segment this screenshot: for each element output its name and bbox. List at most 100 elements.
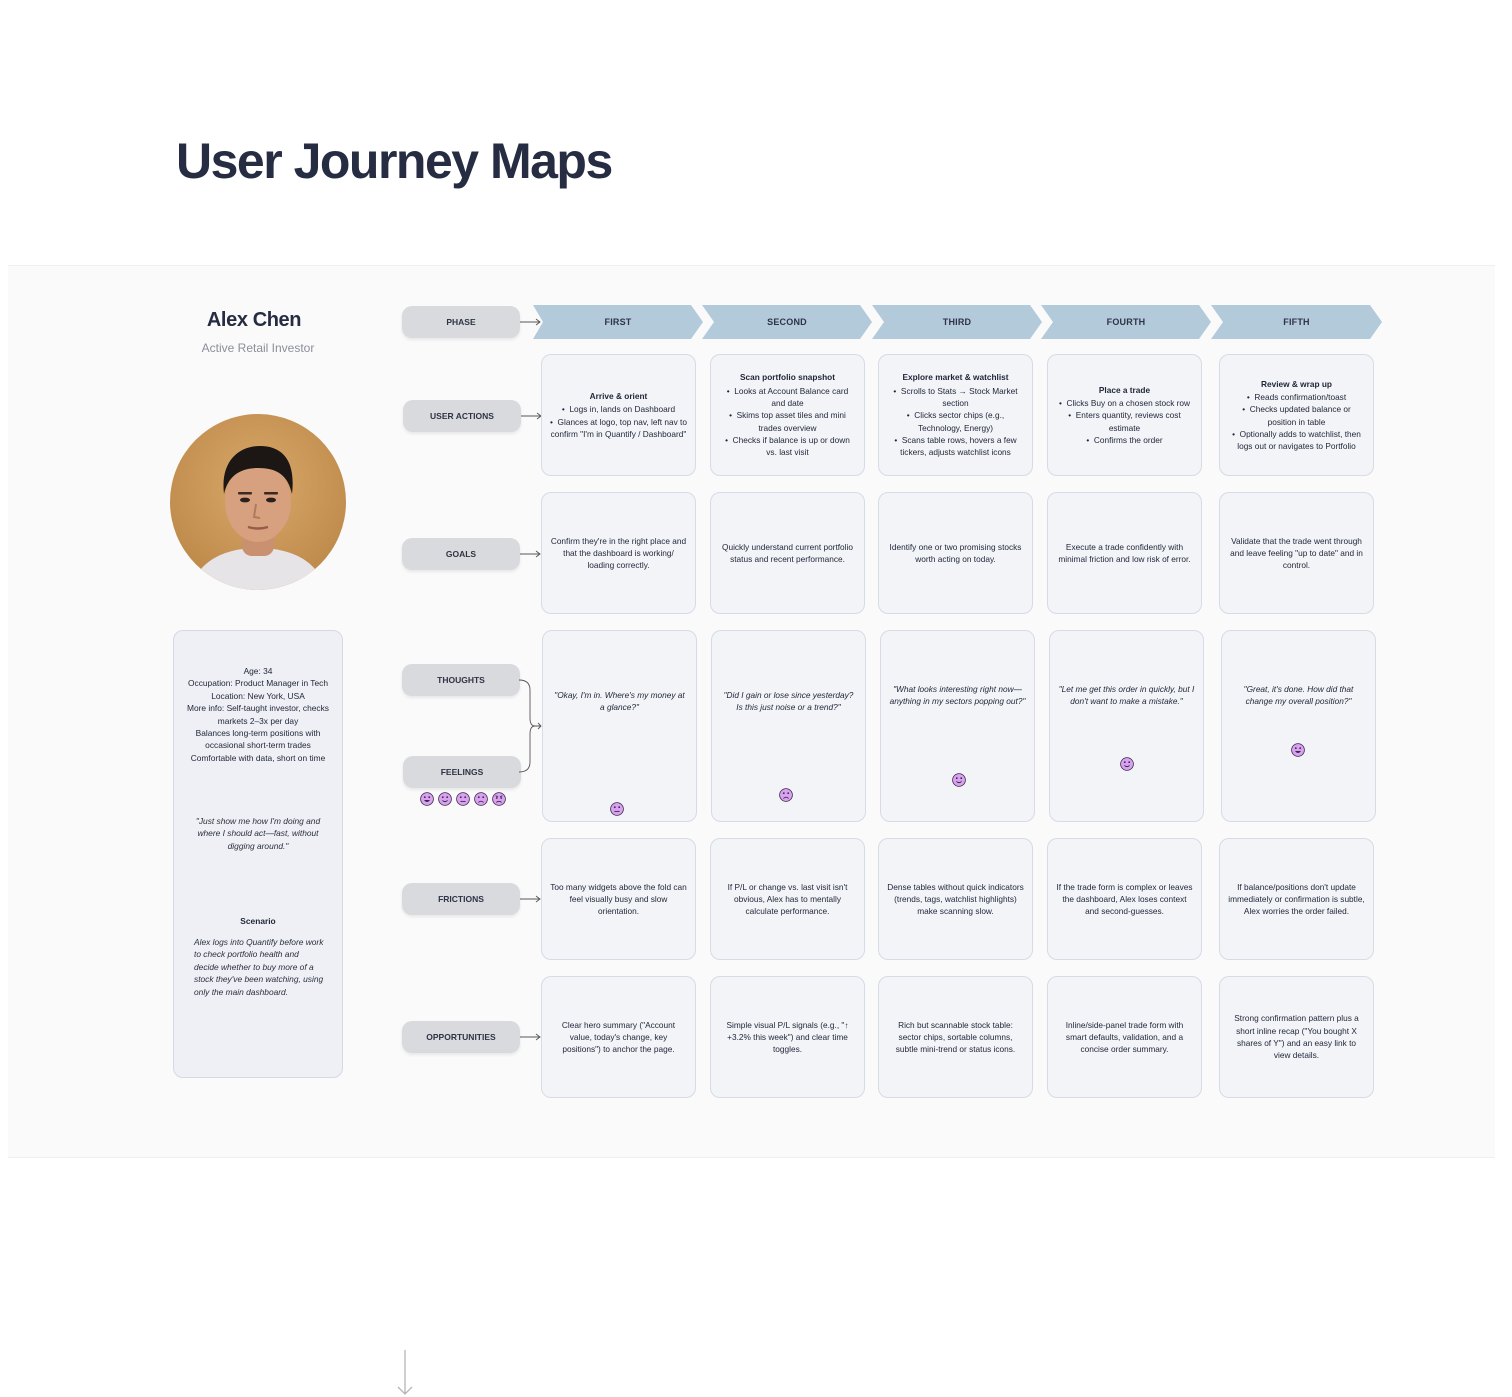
neutral-face-icon [610, 802, 624, 816]
row-label-phase: PHASE [402, 306, 520, 338]
phase-fourth-label: FOURTH [1041, 305, 1211, 339]
persona-name: Alex Chen [174, 309, 334, 332]
phase-third: THIRD [872, 305, 1042, 339]
goal-text: Quickly understand current portfolio sta… [719, 541, 856, 566]
phase-fourth: FOURTH [1041, 305, 1211, 339]
phase-third-label: THIRD [872, 305, 1042, 339]
persona-age: Age: 34 [184, 665, 332, 677]
persona-location: Location: New York, USA [184, 690, 332, 702]
opportunity-text: Inline/side-panel trade form with smart … [1056, 1019, 1193, 1056]
very-happy-face-icon [1291, 743, 1305, 757]
action-bullet: Looks at Account Balance card and date [719, 385, 856, 410]
row-label-frictions: FRICTIONS [402, 883, 520, 915]
persona-quote: "Just show me how I'm doing and where I … [190, 815, 326, 852]
friction-fifth: If balance/positions don't update immedi… [1219, 838, 1374, 960]
persona-avatar [170, 414, 346, 590]
action-bullet: Confirms the order [1086, 434, 1162, 446]
friction-second: If P/L or change vs. last visit isn't ob… [710, 838, 865, 960]
row-label-user-actions: USER ACTIONS [403, 400, 521, 432]
persona-role: Active Retail Investor [174, 341, 342, 355]
scenario-text: Alex logs into Quantify before work to c… [194, 936, 324, 998]
very-happy-face-icon [421, 793, 434, 806]
action-title: Review & wrap up [1261, 378, 1332, 390]
friction-fourth: If the trade form is complex or leaves t… [1047, 838, 1202, 960]
persona-comfort: Comfortable with data, short on time [184, 752, 332, 764]
persona-info: Age: 34 Occupation: Product Manager in T… [184, 665, 332, 764]
action-title: Arrive & orient [590, 390, 648, 402]
action-bullet: Clicks Buy on a chosen stock row [1059, 397, 1190, 409]
thought-text: "What looks interesting right now—anythi… [889, 683, 1026, 708]
persona-occupation: Occupation: Product Manager in Tech [184, 677, 332, 689]
goal-text: Validate that the trade went through and… [1228, 535, 1365, 572]
action-title: Place a trade [1099, 384, 1150, 396]
opportunity-second: Simple visual P/L signals (e.g., "↑ +3.2… [710, 976, 865, 1098]
goal-first: Confirm they're in the right place and t… [541, 492, 696, 614]
action-bullet: Checks if balance is up or down vs. last… [719, 434, 856, 459]
action-bullet: Scans table rows, hovers a few tickers, … [887, 434, 1024, 459]
user-actions-fourth: Place a trade Clicks Buy on a chosen sto… [1047, 354, 1202, 476]
thoughts-feelings-brace-icon [519, 676, 543, 776]
friction-text: If P/L or change vs. last visit isn't ob… [719, 881, 856, 918]
sad-face-icon [475, 793, 488, 806]
persona-details-card: Age: 34 Occupation: Product Manager in T… [173, 630, 343, 1078]
feelings-scale [419, 791, 509, 807]
action-bullet: Skims top asset tiles and mini trades ov… [719, 409, 856, 434]
opportunity-third: Rich but scannable stock table: sector c… [878, 976, 1033, 1098]
scroll-down-arrow-icon[interactable] [396, 1350, 414, 1396]
action-title: Explore market & watchlist [902, 371, 1008, 383]
phase-fifth: FIFTH [1211, 305, 1382, 339]
thought-second: "Did I gain or lose since yesterday? Is … [711, 630, 866, 822]
sad-face-icon [779, 788, 793, 802]
action-bullet: Glances at logo, top nav, left nav to co… [550, 416, 687, 441]
thought-text: "Did I gain or lose since yesterday? Is … [720, 689, 857, 714]
action-bullet: Clicks sector chips (e.g., Technology, E… [887, 409, 1024, 434]
thought-fourth: "Let me get this order in quickly, but I… [1049, 630, 1204, 822]
friction-text: Dense tables without quick indicators (t… [887, 881, 1024, 918]
action-bullet: Logs in, lands on Dashboard [562, 403, 675, 415]
friction-text: If the trade form is complex or leaves t… [1056, 881, 1193, 918]
phase-first: FIRST [533, 305, 703, 339]
action-bullet: Scrolls to Stats → Stock Market section [887, 385, 1024, 410]
page-title: User Journey Maps [176, 132, 612, 190]
phase-second: SECOND [702, 305, 872, 339]
phase-first-label: FIRST [533, 305, 703, 339]
neutral-face-icon [457, 793, 470, 806]
phase-second-label: SECOND [702, 305, 872, 339]
happy-face-icon [1120, 757, 1134, 771]
row-label-feelings: FEELINGS [403, 756, 521, 788]
goals-arrow-icon [520, 550, 542, 558]
thought-text: "Let me get this order in quickly, but I… [1058, 683, 1195, 708]
opportunity-fifth: Strong confirmation pattern plus a short… [1219, 976, 1374, 1098]
goal-second: Quickly understand current portfolio sta… [710, 492, 865, 614]
thought-text: "Great, it's done. How did that change m… [1230, 683, 1367, 708]
thought-third: "What looks interesting right now—anythi… [880, 630, 1035, 822]
action-bullet: Optionally adds to watchlist, then logs … [1228, 428, 1365, 453]
opportunity-text: Clear hero summary ("Account value, toda… [550, 1019, 687, 1056]
opportunity-text: Strong confirmation pattern plus a short… [1228, 1012, 1365, 1061]
action-bullet: Reads confirmation/toast [1247, 391, 1346, 403]
thought-text: "Okay, I'm in. Where's my money at a gla… [551, 689, 688, 714]
friction-text: If balance/positions don't update immedi… [1228, 881, 1365, 918]
opportunity-text: Rich but scannable stock table: sector c… [887, 1019, 1024, 1056]
opportunity-first: Clear hero summary ("Account value, toda… [541, 976, 696, 1098]
goal-third: Identify one or two promising stocks wor… [878, 492, 1033, 614]
goal-text: Identify one or two promising stocks wor… [887, 541, 1024, 566]
action-bullet: Enters quantity, reviews cost estimate [1056, 409, 1193, 434]
action-title: Scan portfolio snapshot [740, 371, 835, 383]
persona-balance: Balances long-term positions with occasi… [184, 727, 332, 752]
thought-first: "Okay, I'm in. Where's my money at a gla… [542, 630, 697, 822]
user-actions-arrow-icon [521, 412, 543, 420]
scenario-title: Scenario [184, 916, 332, 926]
friction-text: Too many widgets above the fold can feel… [550, 881, 687, 918]
thought-fifth: "Great, it's done. How did that change m… [1221, 630, 1376, 822]
user-actions-first: Arrive & orient Logs in, lands on Dashbo… [541, 354, 696, 476]
friction-third: Dense tables without quick indicators (t… [878, 838, 1033, 960]
goal-text: Confirm they're in the right place and t… [550, 535, 687, 572]
opportunity-text: Simple visual P/L signals (e.g., "↑ +3.2… [719, 1019, 856, 1056]
frictions-arrow-icon [520, 895, 542, 903]
goal-text: Execute a trade confidently with minimal… [1056, 541, 1193, 566]
goal-fourth: Execute a trade confidently with minimal… [1047, 492, 1202, 614]
action-bullet: Checks updated balance or position in ta… [1228, 403, 1365, 428]
persona-more-info: More info: Self-taught investor, checks … [184, 702, 332, 727]
user-actions-second: Scan portfolio snapshot Looks at Account… [710, 354, 865, 476]
